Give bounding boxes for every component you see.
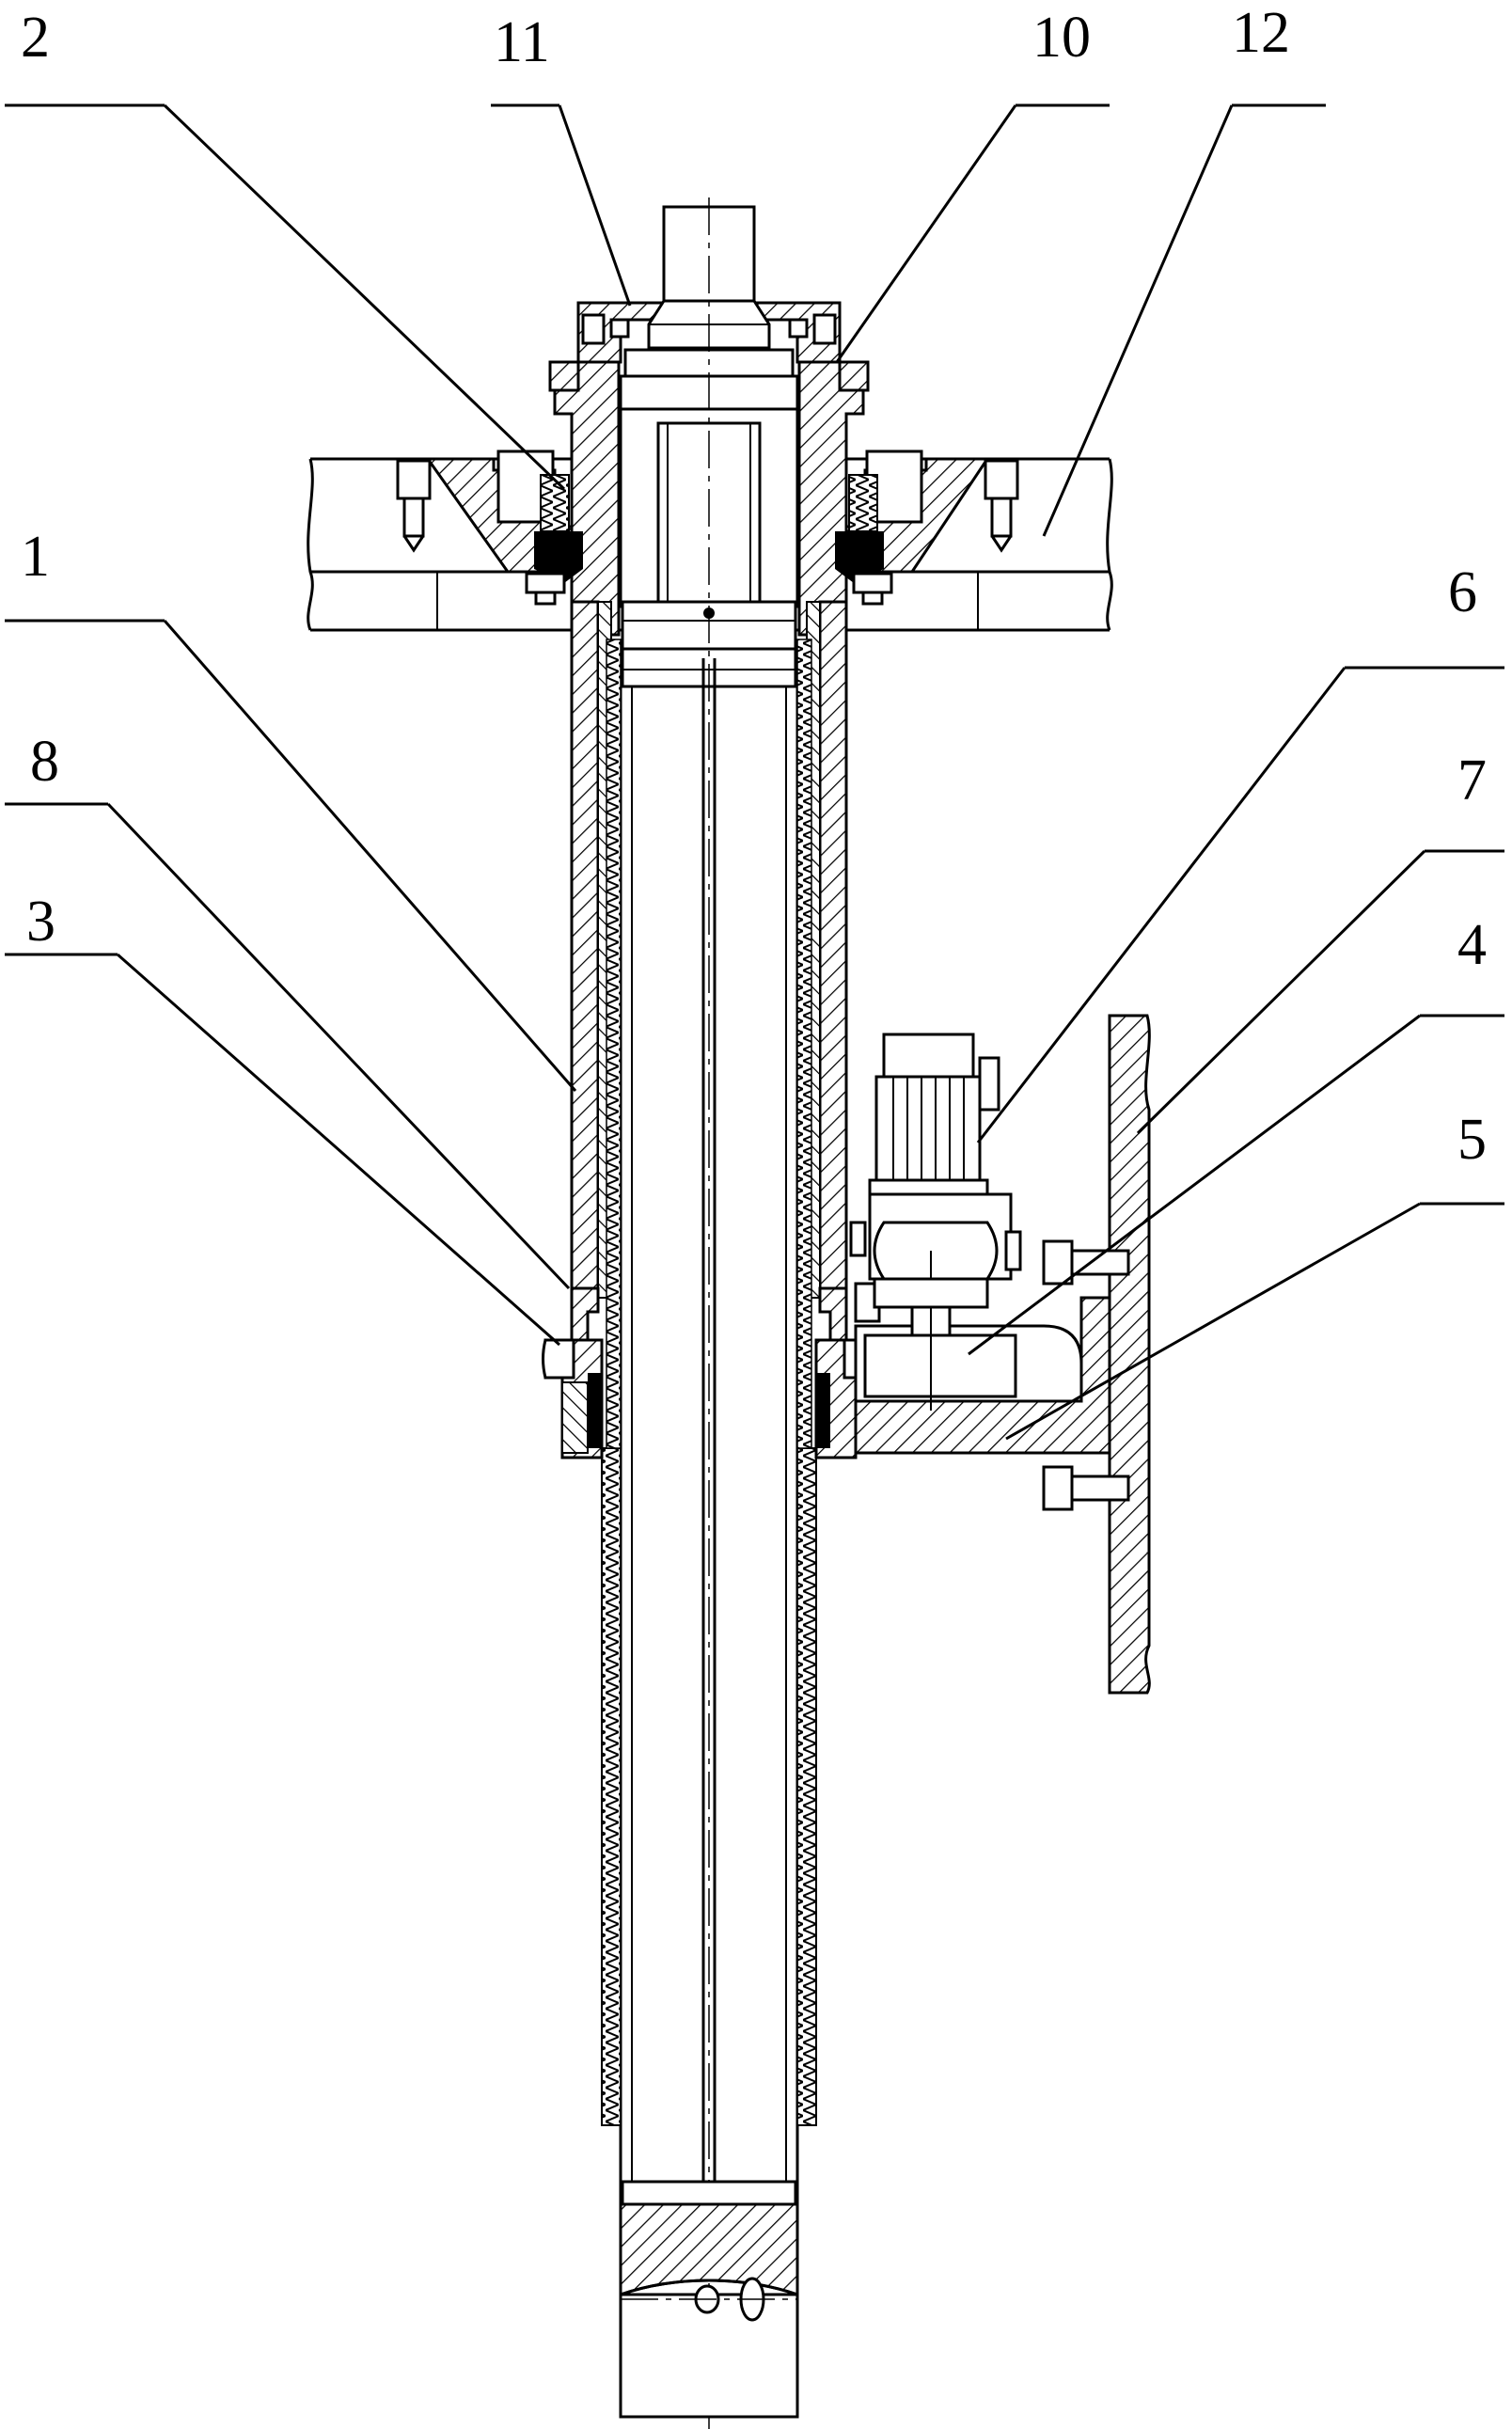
motor bbox=[849, 1033, 1022, 1309]
callout-3: 3 bbox=[26, 890, 55, 954]
lifting-screw-tube bbox=[601, 197, 817, 2429]
callout-8: 8 bbox=[30, 730, 59, 794]
callout-7: 7 bbox=[1457, 749, 1487, 812]
callout-1: 1 bbox=[21, 525, 50, 589]
leader-lines bbox=[5, 103, 1504, 1441]
wall-plate bbox=[1042, 1014, 1151, 1695]
bottom-end-block bbox=[619, 2180, 799, 2419]
callout-4: 4 bbox=[1457, 913, 1487, 977]
seal-assembly bbox=[525, 474, 893, 606]
gear-bracket bbox=[854, 1282, 1111, 1455]
callout-5: 5 bbox=[1457, 1108, 1487, 1172]
outer-sleeve bbox=[553, 360, 865, 1342]
callout-11: 11 bbox=[494, 10, 550, 74]
callout-10: 10 bbox=[1032, 6, 1091, 70]
callout-2: 2 bbox=[21, 6, 50, 70]
callout-12: 12 bbox=[1232, 1, 1290, 65]
callout-6: 6 bbox=[1448, 560, 1477, 624]
callout-labels: 2 11 10 12 1 6 8 7 3 4 5 bbox=[21, 1, 1487, 1172]
top-cap bbox=[548, 301, 870, 392]
lower-nut bbox=[542, 1338, 873, 1459]
